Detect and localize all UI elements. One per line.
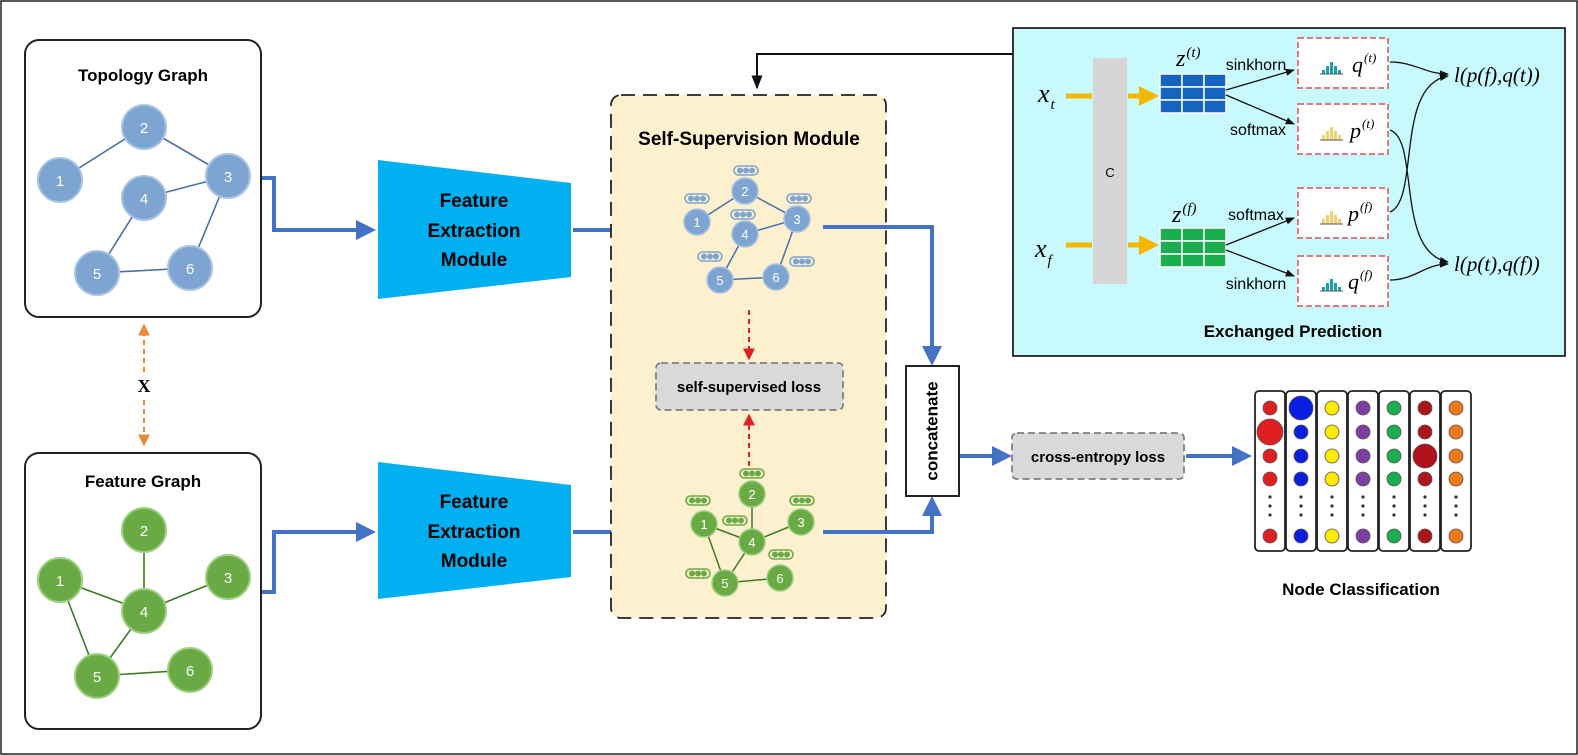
svg-text:2: 2 xyxy=(140,523,148,540)
svg-text:p(t): p(t) xyxy=(1348,116,1374,143)
topology-node-3: 3 xyxy=(205,153,251,199)
self-supervised-loss-label: self-supervised loss xyxy=(677,379,821,396)
cross-entropy-loss-label: cross-entropy loss xyxy=(1031,449,1165,466)
feature-node-6: 6 xyxy=(167,647,213,693)
feature-graph-title: Feature Graph xyxy=(85,472,201,491)
topology-graph-title: Topology Graph xyxy=(78,66,208,85)
c-block xyxy=(1093,58,1127,284)
feature-extraction-module-bottom: Feature Extraction Module xyxy=(378,462,571,599)
svg-text:Extraction: Extraction xyxy=(428,221,521,242)
svg-text:Feature: Feature xyxy=(440,191,509,212)
feature-node-3: 3 xyxy=(205,554,251,600)
x-link: X xyxy=(138,323,151,447)
node-classification-grid xyxy=(1254,390,1472,552)
loss-top-label: l(p(f),q(t)) xyxy=(1454,63,1540,87)
ss-topology-graph: 1 2 3 4 5 6 xyxy=(683,165,815,294)
svg-text:2: 2 xyxy=(748,487,755,502)
svg-text:5: 5 xyxy=(716,273,723,288)
z-t-grid: z(t) xyxy=(1159,45,1227,114)
feature-to-extractor-arrow xyxy=(262,522,376,594)
topology-node-1: 1 xyxy=(37,157,83,203)
svg-text:6: 6 xyxy=(772,270,779,285)
topology-graph-panel: Topology Graph 1 2 3 4 5 6 xyxy=(24,39,262,318)
z-f-grid: z(f) xyxy=(1159,201,1227,268)
svg-text:2: 2 xyxy=(741,184,748,199)
topology-node-5: 5 xyxy=(74,250,120,296)
self-supervision-module: Self-Supervision Module 1 2 3 xyxy=(610,94,887,619)
node-classification-label: Node Classification xyxy=(1282,580,1440,599)
svg-text:5: 5 xyxy=(93,669,101,686)
svg-text:3: 3 xyxy=(224,570,232,587)
feature-node-2: 2 xyxy=(121,507,167,553)
exchanged-prediction-title: Exchanged Prediction xyxy=(1204,322,1383,341)
svg-text:Module: Module xyxy=(441,250,508,271)
svg-text:6: 6 xyxy=(186,261,194,278)
svg-text:q(f): q(f) xyxy=(1348,267,1372,294)
svg-text:5: 5 xyxy=(721,576,728,591)
feature-node-1: 1 xyxy=(37,557,83,603)
svg-text:6: 6 xyxy=(186,663,194,680)
feature-node-4: 4 xyxy=(121,588,167,634)
svg-text:5: 5 xyxy=(93,266,101,283)
feature-graph-panel: Feature Graph 1 2 3 4 5 6 xyxy=(24,452,262,730)
svg-text:6: 6 xyxy=(776,571,783,586)
svg-text:2: 2 xyxy=(140,120,148,137)
svg-text:Feature: Feature xyxy=(440,492,509,513)
x-label: X xyxy=(138,376,151,396)
loss-bottom-label: l(p(t),q(f)) xyxy=(1454,252,1540,276)
feedback-arrow xyxy=(751,53,1013,90)
self-supervision-title: Self-Supervision Module xyxy=(638,129,860,150)
svg-text:3: 3 xyxy=(797,515,804,530)
svg-text:4: 4 xyxy=(741,227,748,242)
svg-text:1: 1 xyxy=(56,573,64,590)
concatenate-box: concatenate xyxy=(905,365,960,497)
top-graph-to-concat-arrow xyxy=(823,225,942,366)
q-t-box: q(t) xyxy=(1297,37,1389,89)
c-label: C xyxy=(1105,165,1114,180)
ss-feature-graph: 1 2 3 4 5 6 xyxy=(685,468,815,597)
svg-text:4: 4 xyxy=(140,191,148,208)
svg-text:Extraction: Extraction xyxy=(428,522,521,543)
sinkhorn-bottom-label: sinkhorn xyxy=(1226,276,1286,293)
feature-extraction-module-top: Feature Extraction Module xyxy=(378,160,571,299)
cross-entropy-loss-box xyxy=(1011,432,1185,480)
svg-text:z(f): z(f) xyxy=(1171,201,1197,228)
topology-node-4: 4 xyxy=(121,175,167,221)
svg-text:q(t): q(t) xyxy=(1352,50,1376,77)
svg-text:3: 3 xyxy=(224,169,232,186)
p-t-box: p(t) xyxy=(1297,103,1389,155)
svg-text:4: 4 xyxy=(140,604,148,621)
svg-text:1: 1 xyxy=(693,215,700,230)
x-t-label: xt xyxy=(1037,79,1056,113)
svg-text:1: 1 xyxy=(56,173,64,190)
feature-node-5: 5 xyxy=(74,653,120,699)
self-supervised-loss-box xyxy=(655,362,844,411)
svg-text:z(t): z(t) xyxy=(1175,45,1201,72)
svg-text:p(f): p(f) xyxy=(1346,199,1372,226)
svg-text:4: 4 xyxy=(748,535,755,550)
sinkhorn-top-label: sinkhorn xyxy=(1226,57,1286,74)
svg-text:3: 3 xyxy=(793,212,800,227)
concatenate-label: concatenate xyxy=(922,381,941,480)
topology-to-extractor-arrow xyxy=(262,176,376,240)
softmax-top-label: softmax xyxy=(1230,122,1286,139)
topology-node-2: 2 xyxy=(121,104,167,150)
svg-text:Module: Module xyxy=(441,551,508,572)
topology-node-6: 6 xyxy=(167,245,213,291)
svg-text:1: 1 xyxy=(700,517,707,532)
x-f-label: xf xyxy=(1034,234,1054,269)
p-f-box: p(f) xyxy=(1297,187,1389,239)
bottom-graph-to-concat-arrow xyxy=(823,496,942,534)
exchanged-prediction-panel: Exchanged Prediction C xt xf z(t) xyxy=(751,27,1566,357)
q-f-box: q(f) xyxy=(1297,255,1389,307)
softmax-bottom-label: softmax xyxy=(1228,207,1284,224)
